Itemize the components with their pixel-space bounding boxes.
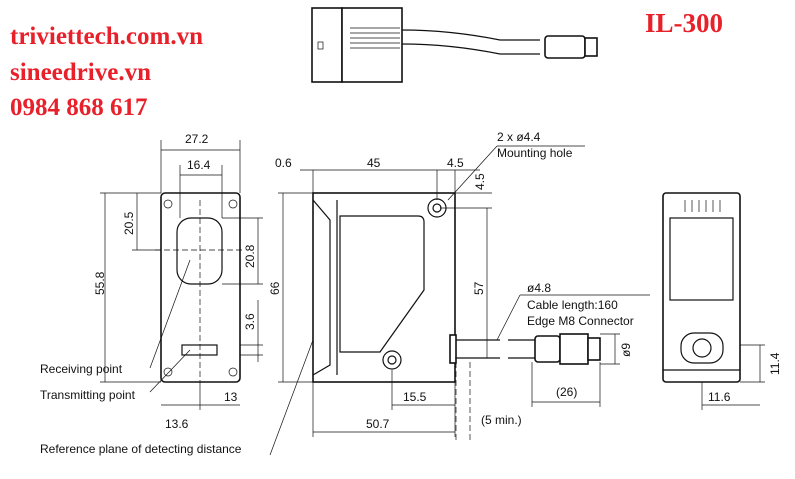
front-view: 27.2 16.4 55.8 20.5 20.8 3.6 13.6 13 Rec…	[40, 132, 263, 431]
dim-side-height: 66	[268, 281, 282, 295]
label-reference-plane: Reference plane of detecting distance	[40, 442, 242, 456]
label-mounting-hole: Mounting hole	[497, 146, 573, 160]
label-transmitting-point: Transmitting point	[40, 388, 136, 402]
rear-view: 11.4 11.6	[662, 192, 782, 410]
dim-body-width: 45	[367, 156, 381, 170]
top-view	[311, 7, 598, 83]
dim-top-offset: 20.5	[122, 211, 136, 235]
label-cable-dia: ø4.8	[527, 281, 551, 295]
dim-height: 55.8	[93, 271, 107, 295]
model-title: IL-300	[645, 8, 724, 38]
dim-bend: (5 min.)	[481, 413, 522, 427]
dim-overall-length: 50.7	[366, 417, 390, 431]
dim-hole-spacing: 57	[472, 281, 486, 295]
dim-connector-dia: ø9	[619, 343, 633, 357]
label-connector: Edge M8 Connector	[527, 314, 634, 328]
dim-hole-offset-y: 4.5	[473, 173, 487, 190]
dim-bottom-left: 13.6	[165, 417, 189, 431]
dim-window-width: 16.4	[187, 158, 211, 172]
dim-bottom-hole: 15.5	[403, 390, 427, 404]
dim-hole-offset-x: 4.5	[447, 156, 464, 170]
label-cable-length: Cable length:160	[527, 298, 618, 312]
dim-tx-offset: 3.6	[243, 313, 257, 330]
website-triviettech: triviettech.com.vn	[10, 23, 203, 50]
dim-connector-length: (26)	[556, 385, 577, 399]
dim-window-height: 20.8	[243, 244, 257, 268]
dim-edge: 0.6	[275, 156, 292, 170]
website-sineedrive: sineedrive.vn	[10, 59, 151, 86]
phone-number: 0984 868 617	[10, 94, 148, 121]
dim-rear-width: 11.6	[708, 390, 731, 404]
dim-bottom-right: 13	[224, 390, 238, 404]
dim-rear-height: 11.4	[768, 352, 782, 375]
label-receiving-point: Receiving point	[40, 362, 123, 376]
dim-width: 27.2	[185, 132, 209, 146]
side-view: 0.6 45 4.5 4.5 66 57 15.5 50.7 (5 min.) …	[40, 130, 650, 456]
label-mount-qty: 2 x ø4.4	[497, 130, 541, 144]
